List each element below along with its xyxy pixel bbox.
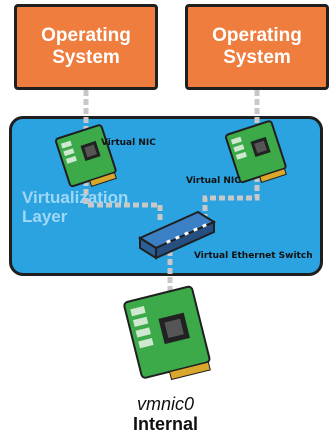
virtualization-layer-label: Virtualization Layer [22, 188, 129, 226]
operating-system-box-right: Operating System [185, 4, 329, 90]
physical-nic-card-icon [123, 285, 211, 381]
virtual-nic-card-icon [225, 120, 287, 184]
cable-nic-right-to-switch [202, 176, 260, 222]
physical-nic-kind: Internal [132, 414, 198, 434]
virtual-nic-card-icon [55, 124, 117, 188]
operating-system-label: Operating System [212, 25, 302, 68]
virtual-ethernet-switch-icon [137, 210, 217, 260]
cable-nic-left-to-switch [83, 180, 163, 222]
virtual-nic-label: Virtual NIC [186, 176, 241, 186]
physical-nic-name: vmnic0 [136, 394, 194, 414]
virtual-switch-label: Virtual Ethernet Switch [194, 251, 313, 261]
operating-system-label: Operating System [41, 25, 131, 68]
virtual-nic-label: Virtual NIC [101, 138, 156, 148]
operating-system-box-left: Operating System [14, 4, 158, 90]
cable-connections [83, 90, 260, 293]
